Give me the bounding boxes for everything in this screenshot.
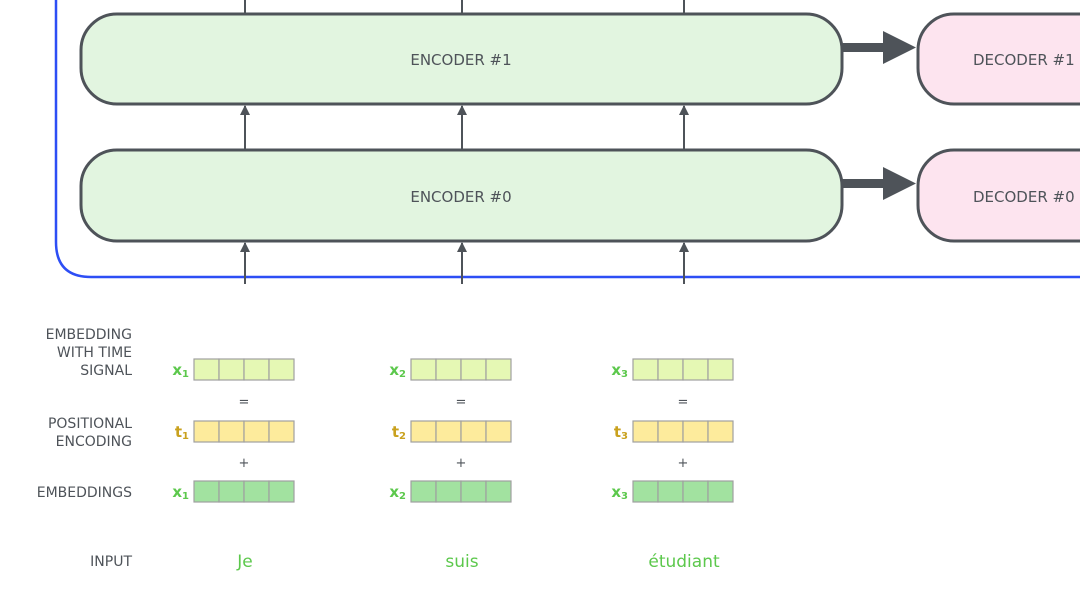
positional-encoding-symbol: t2: [392, 423, 406, 442]
vector-cell: [657, 420, 684, 443]
plus-sign: +: [678, 456, 689, 471]
vector-cell: [632, 420, 659, 443]
vector-cell: [707, 480, 734, 503]
vector-cell: [682, 420, 709, 443]
vector-cell: [193, 420, 220, 443]
embedding-symbol: x3: [611, 483, 628, 502]
encoder-0-label: ENCODER #0: [410, 188, 511, 206]
vector-cell: [218, 420, 245, 443]
row-label-embedding-time-signal: EMBEDDING WITH TIME SIGNAL: [46, 327, 133, 379]
vector-cell: [218, 480, 245, 503]
embedding-with-time-signal-vector: [193, 358, 295, 381]
svg-text:EMBEDDING: EMBEDDING: [46, 327, 132, 343]
vector-cell: [268, 420, 295, 443]
encoder-1[interactable]: ENCODER #1: [79, 12, 844, 106]
encoder-1-label: ENCODER #1: [410, 51, 511, 69]
vector-cell: [460, 358, 487, 381]
svg-text:POSITIONAL: POSITIONAL: [48, 416, 132, 432]
vector-cell: [632, 358, 659, 381]
vector-cell: [657, 480, 684, 503]
positional-encoding-vector: [632, 420, 734, 443]
positional-encoding-vector: [410, 420, 512, 443]
decoder-1-label: DECODER #1: [973, 51, 1075, 69]
decoder-0-label: DECODER #0: [973, 188, 1075, 206]
vector-cell: [218, 358, 245, 381]
embedding-with-time-signal-vector: [632, 358, 734, 381]
svg-text:SIGNAL: SIGNAL: [80, 363, 132, 379]
token-column-3: x3 t3 x3 = + étudiant: [611, 358, 734, 572]
token-column-1: x1 t1 x1 = + Je: [172, 358, 295, 572]
vector-cell: [410, 358, 437, 381]
vector-cell: [243, 480, 270, 503]
encoder-to-decoder-arrow-0: [842, 167, 916, 200]
encoder-0[interactable]: ENCODER #0: [79, 148, 844, 243]
vector-cell: [435, 420, 462, 443]
vector-cell: [707, 358, 734, 381]
embedding-with-time-signal-symbol: x2: [389, 361, 406, 380]
vector-cell: [657, 358, 684, 381]
embedding-with-time-signal-symbol: x1: [172, 361, 189, 380]
embedding-vector: [632, 480, 734, 503]
equals-sign: =: [456, 395, 467, 410]
encoder-stack-frame: [54, 0, 1080, 279]
vector-cell: [632, 480, 659, 503]
vector-cell: [243, 358, 270, 381]
positional-encoding-vector: [193, 420, 295, 443]
plus-sign: +: [456, 456, 467, 471]
vector-cell: [460, 480, 487, 503]
svg-text:ENCODING: ENCODING: [56, 434, 132, 450]
embedding-with-time-signal-vector: [410, 358, 512, 381]
input-word: Je: [236, 552, 252, 572]
vector-cell: [193, 358, 220, 381]
decoder-1[interactable]: DECODER #1: [916, 12, 1080, 106]
vector-cell: [268, 358, 295, 381]
vector-cell: [460, 420, 487, 443]
equals-sign: =: [239, 395, 250, 410]
vector-cell: [682, 480, 709, 503]
equals-sign: =: [678, 395, 689, 410]
vector-cell: [435, 358, 462, 381]
vector-cell: [485, 358, 512, 381]
row-label-embeddings: EMBEDDINGS: [37, 485, 132, 501]
vector-cell: [485, 420, 512, 443]
vector-cell: [682, 358, 709, 381]
input-word: étudiant: [648, 552, 720, 572]
vector-cell: [193, 480, 220, 503]
vector-cell: [707, 420, 734, 443]
embedding-symbol: x2: [389, 483, 406, 502]
row-label-positional-encoding: POSITIONAL ENCODING: [48, 416, 132, 450]
row-label-input: INPUT: [90, 554, 132, 570]
embedding-vector: [410, 480, 512, 503]
token-column-2: x2 t2 x2 = + suis: [389, 358, 512, 572]
positional-encoding-symbol: t1: [175, 423, 189, 442]
input-word: suis: [445, 552, 478, 572]
vector-cell: [410, 420, 437, 443]
plus-sign: +: [239, 456, 250, 471]
vector-cell: [410, 480, 437, 503]
embedding-vector: [193, 480, 295, 503]
positional-encoding-symbol: t3: [614, 423, 628, 442]
vector-cell: [243, 420, 270, 443]
vector-cell: [268, 480, 295, 503]
embedding-with-time-signal-symbol: x3: [611, 361, 628, 380]
vector-cell: [485, 480, 512, 503]
decoder-0[interactable]: DECODER #0: [916, 148, 1080, 243]
embedding-symbol: x1: [172, 483, 189, 502]
vertical-arrows: [240, 0, 689, 284]
svg-text:WITH TIME: WITH TIME: [57, 345, 132, 361]
encoder-to-decoder-arrow-1: [842, 31, 916, 64]
vector-cell: [435, 480, 462, 503]
